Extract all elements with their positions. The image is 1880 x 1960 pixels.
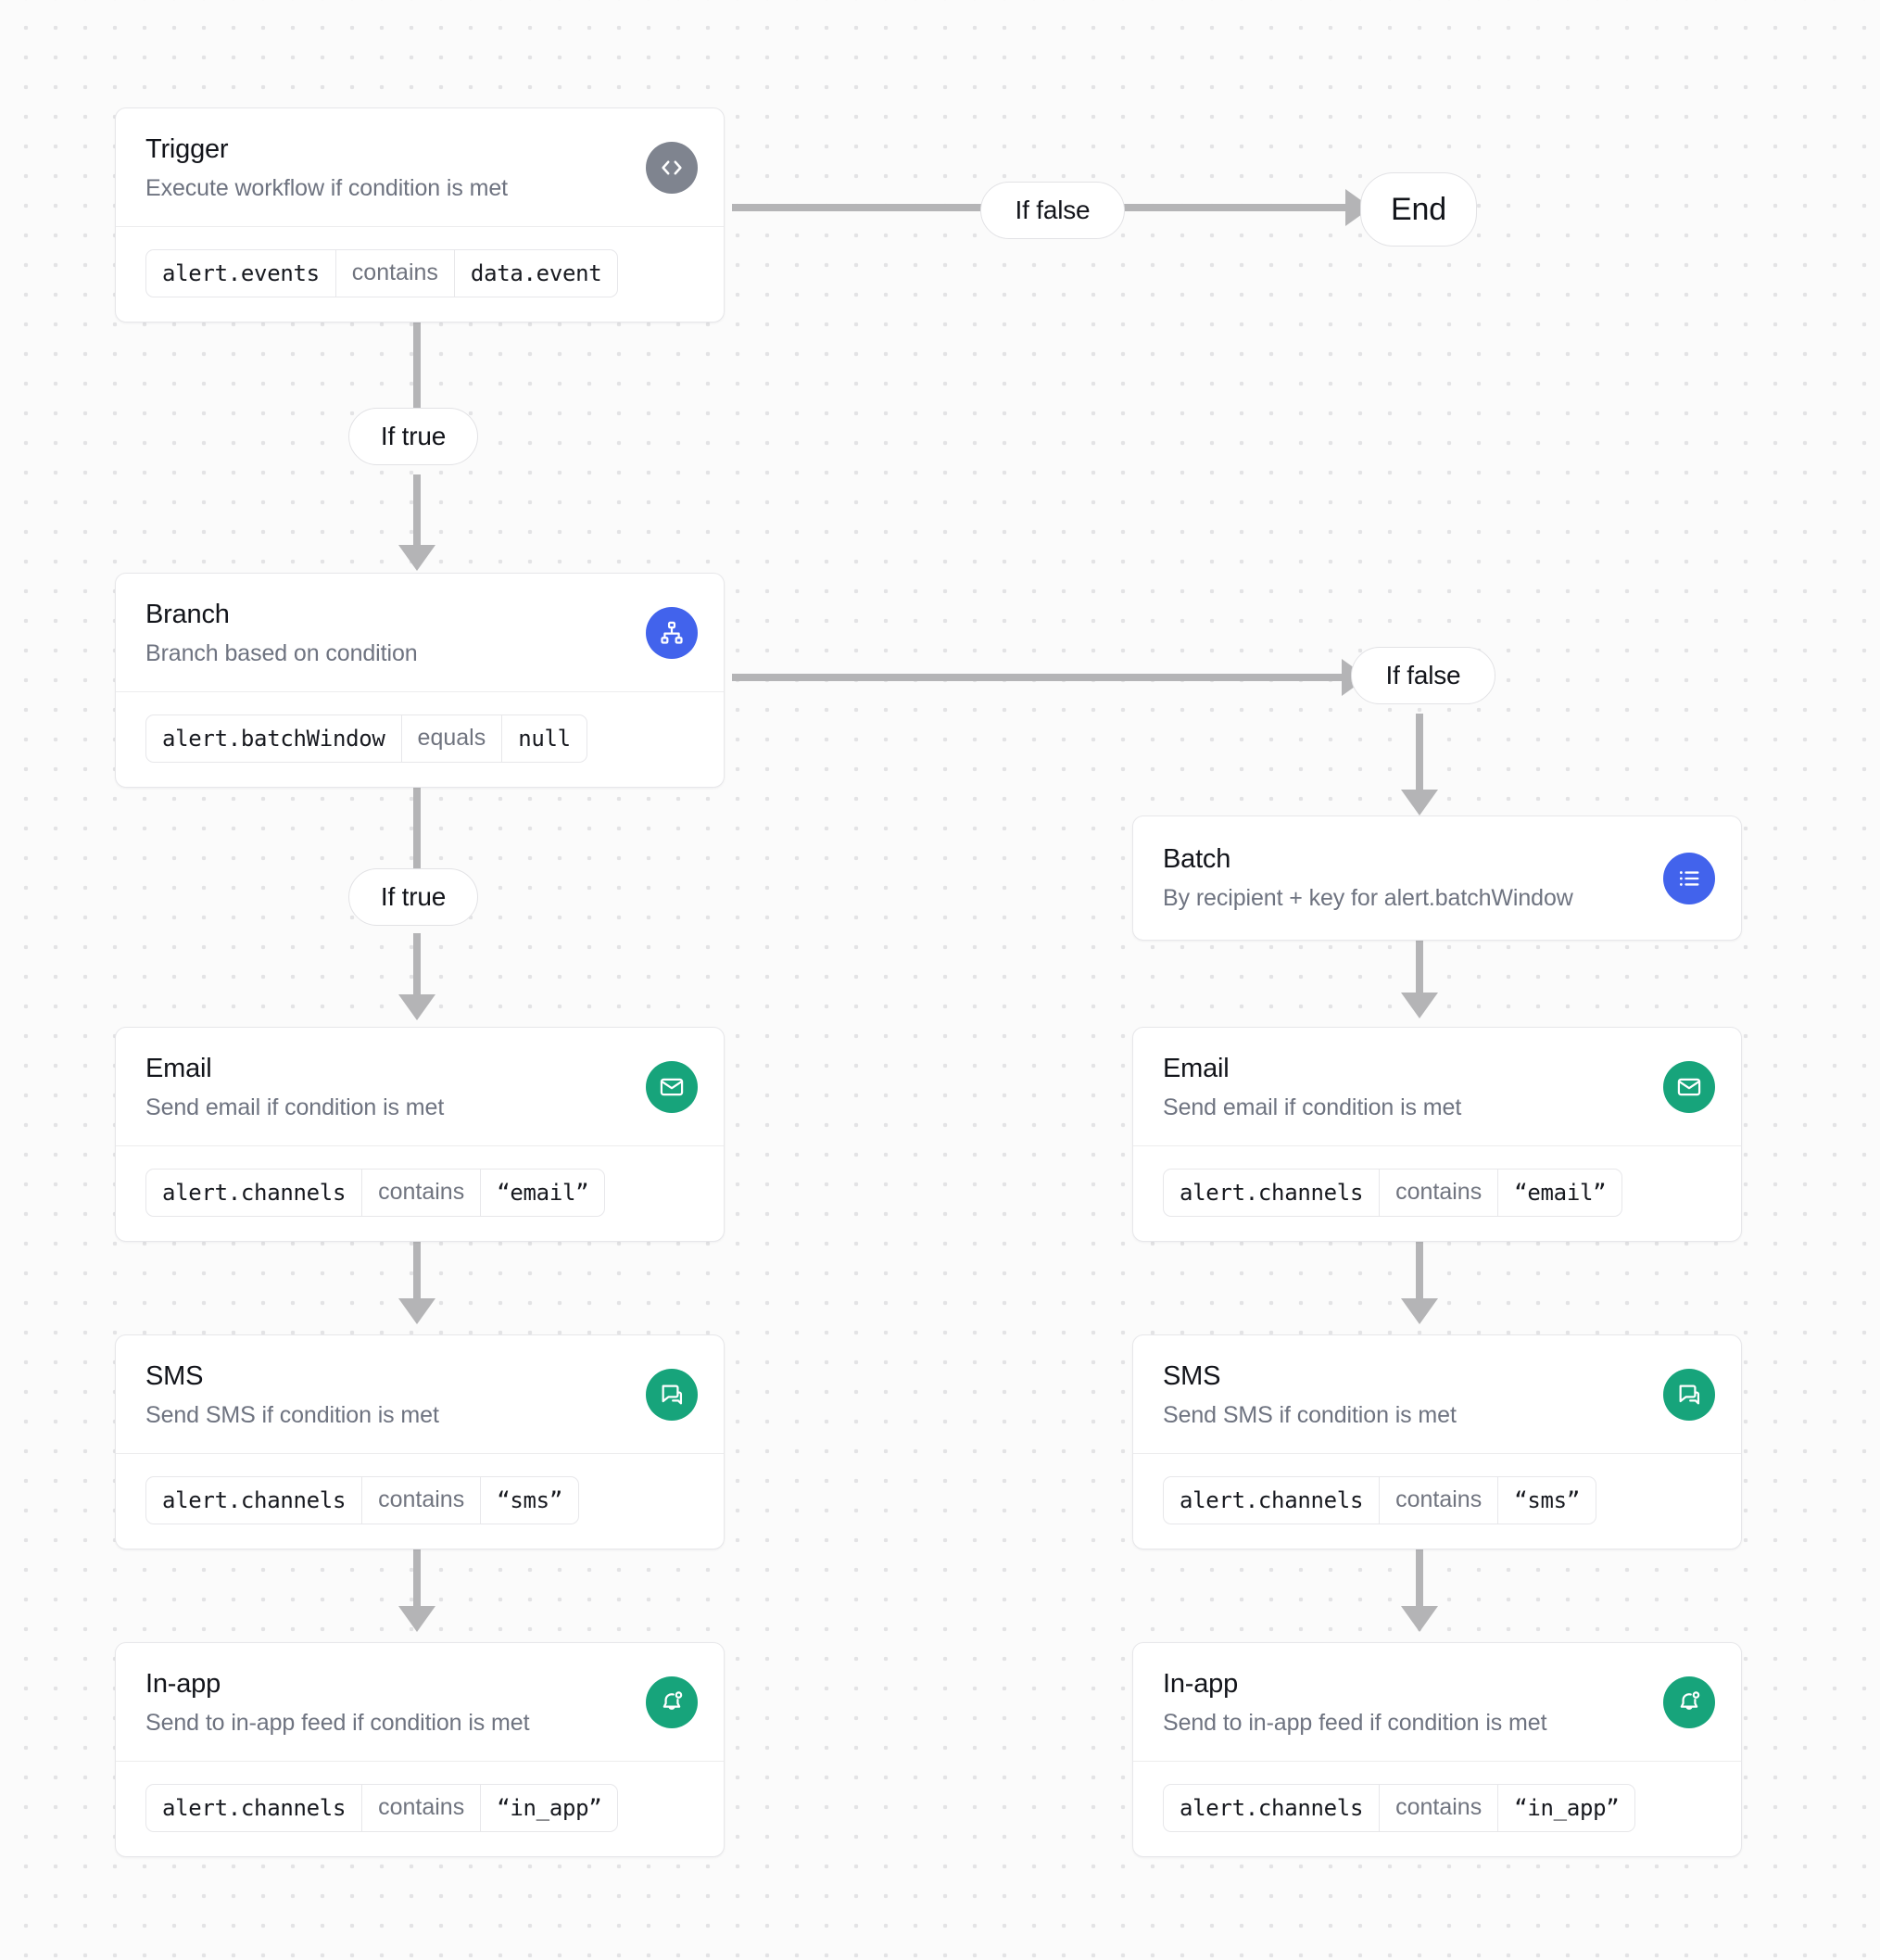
node-inapp-right[interactable]: In-app Send to in-app feed if condition … <box>1132 1642 1742 1857</box>
label-trigger-if-false[interactable]: If false <box>980 182 1125 239</box>
node-subtitle: Send email if condition is met <box>1163 1094 1462 1121</box>
node-sms-right[interactable]: SMS Send SMS if condition is met alert.c… <box>1132 1334 1742 1549</box>
condition-field: alert.channels <box>162 1179 347 1206</box>
node-header: SMS Send SMS if condition is met <box>116 1335 724 1453</box>
node-title: Batch <box>1163 844 1231 874</box>
node-inapp-left[interactable]: In-app Send to in-app feed if condition … <box>115 1642 725 1857</box>
condition-operator: equals <box>400 715 503 762</box>
condition-value: “email” <box>1514 1179 1607 1206</box>
node-subtitle: Branch based on condition <box>145 640 418 667</box>
node-condition-row: alert.channels contains “in_app” <box>1133 1761 1741 1855</box>
condition-operator: contains <box>1379 1785 1499 1831</box>
node-condition-row: alert.channels contains “sms” <box>1133 1453 1741 1548</box>
node-batch[interactable]: Batch By recipient + key for alert.batch… <box>1132 816 1742 942</box>
condition-field: alert.channels <box>1180 1794 1364 1821</box>
condition-operator: contains <box>361 1477 482 1524</box>
condition-pill[interactable]: alert.channels contains “sms” <box>145 1476 579 1524</box>
condition-value: “in_app” <box>1514 1794 1620 1821</box>
label-branch-if-false[interactable]: If false <box>1351 647 1495 704</box>
node-branch[interactable]: Branch Branch based on condition alert.b… <box>115 573 725 788</box>
condition-field: alert.channels <box>162 1794 347 1821</box>
condition-field: alert.events <box>162 259 320 286</box>
condition-value: “in_app” <box>497 1794 602 1821</box>
node-subtitle: Execute workflow if condition is met <box>145 175 509 202</box>
envelope-icon <box>1663 1060 1715 1113</box>
label-branch-if-true[interactable]: If true <box>348 868 478 926</box>
node-title: Email <box>1163 1054 1230 1083</box>
chat-bubble-icon <box>1663 1368 1715 1421</box>
node-title: SMS <box>145 1361 204 1391</box>
condition-value: “sms” <box>497 1486 562 1513</box>
node-trigger[interactable]: Trigger Execute workflow if condition is… <box>115 107 725 322</box>
envelope-icon <box>646 1060 698 1113</box>
node-condition-row: alert.channels contains “sms” <box>116 1453 724 1548</box>
chat-bubble-icon <box>646 1368 698 1421</box>
node-condition-row: alert.batchWindow equals null <box>116 691 724 786</box>
hierarchy-icon <box>646 606 698 659</box>
node-subtitle: Send to in-app feed if condition is met <box>1163 1710 1547 1737</box>
node-condition-row: alert.channels contains “in_app” <box>116 1761 724 1855</box>
end-node[interactable]: End <box>1360 172 1477 247</box>
condition-pill[interactable]: alert.channels contains “email” <box>145 1169 606 1217</box>
condition-value: null <box>518 725 571 752</box>
node-subtitle: Send SMS if condition is met <box>145 1402 439 1429</box>
end-label: End <box>1391 191 1446 227</box>
condition-operator: contains <box>361 1170 482 1216</box>
bell-icon <box>1663 1675 1715 1728</box>
node-header: In-app Send to in-app feed if condition … <box>116 1643 724 1761</box>
label-text: If true <box>380 422 447 450</box>
condition-pill[interactable]: alert.batchWindow equals null <box>145 714 587 763</box>
node-header: Batch By recipient + key for alert.batch… <box>1133 816 1741 940</box>
node-subtitle: Send SMS if condition is met <box>1163 1402 1457 1429</box>
node-condition-row: alert.channels contains “email” <box>116 1145 724 1240</box>
condition-pill[interactable]: alert.channels contains “in_app” <box>145 1784 619 1832</box>
code-icon <box>646 141 698 194</box>
node-header: Trigger Execute workflow if condition is… <box>116 108 724 226</box>
condition-field: alert.channels <box>162 1486 347 1513</box>
label-text: If false <box>1015 196 1091 224</box>
node-subtitle: Send email if condition is met <box>145 1094 445 1121</box>
condition-operator: contains <box>361 1785 482 1831</box>
node-title: Branch <box>145 600 230 629</box>
condition-value: “email” <box>497 1179 589 1206</box>
condition-value: data.event <box>470 259 602 286</box>
node-header: Email Send email if condition is met <box>1133 1028 1741 1145</box>
node-title: SMS <box>1163 1361 1221 1391</box>
label-trigger-if-true[interactable]: If true <box>348 408 478 465</box>
node-title: In-app <box>1163 1669 1239 1699</box>
node-condition-row: alert.channels contains “email” <box>1133 1145 1741 1240</box>
label-text: If false <box>1385 661 1461 689</box>
condition-pill[interactable]: alert.channels contains “in_app” <box>1163 1784 1636 1832</box>
node-header: SMS Send SMS if condition is met <box>1133 1335 1741 1453</box>
condition-pill[interactable]: alert.channels contains “sms” <box>1163 1476 1596 1524</box>
condition-operator: contains <box>334 250 455 297</box>
condition-value: “sms” <box>1514 1486 1580 1513</box>
label-text: If true <box>380 882 447 911</box>
node-header: In-app Send to in-app feed if condition … <box>1133 1643 1741 1761</box>
list-icon <box>1663 852 1715 904</box>
node-sms-left[interactable]: SMS Send SMS if condition is met alert.c… <box>115 1334 725 1549</box>
node-title: Trigger <box>145 134 229 164</box>
condition-field: alert.channels <box>1180 1179 1364 1206</box>
condition-pill[interactable]: alert.channels contains “email” <box>1163 1169 1623 1217</box>
node-header: Email Send email if condition is met <box>116 1028 724 1145</box>
bell-icon <box>646 1675 698 1728</box>
node-title: Email <box>145 1054 212 1083</box>
condition-field: alert.channels <box>1180 1486 1364 1513</box>
condition-field: alert.batchWindow <box>162 725 385 752</box>
condition-operator: contains <box>1379 1477 1499 1524</box>
node-email-left[interactable]: Email Send email if condition is met ale… <box>115 1027 725 1242</box>
node-subtitle: By recipient + key for alert.batchWindow <box>1163 885 1573 912</box>
node-header: Branch Branch based on condition <box>116 574 724 691</box>
node-title: In-app <box>145 1669 221 1699</box>
node-subtitle: Send to in-app feed if condition is met <box>145 1710 530 1737</box>
node-condition-row: alert.events contains data.event <box>116 226 724 321</box>
condition-pill[interactable]: alert.events contains data.event <box>145 249 619 297</box>
condition-operator: contains <box>1379 1170 1499 1216</box>
node-email-right[interactable]: Email Send email if condition is met ale… <box>1132 1027 1742 1242</box>
